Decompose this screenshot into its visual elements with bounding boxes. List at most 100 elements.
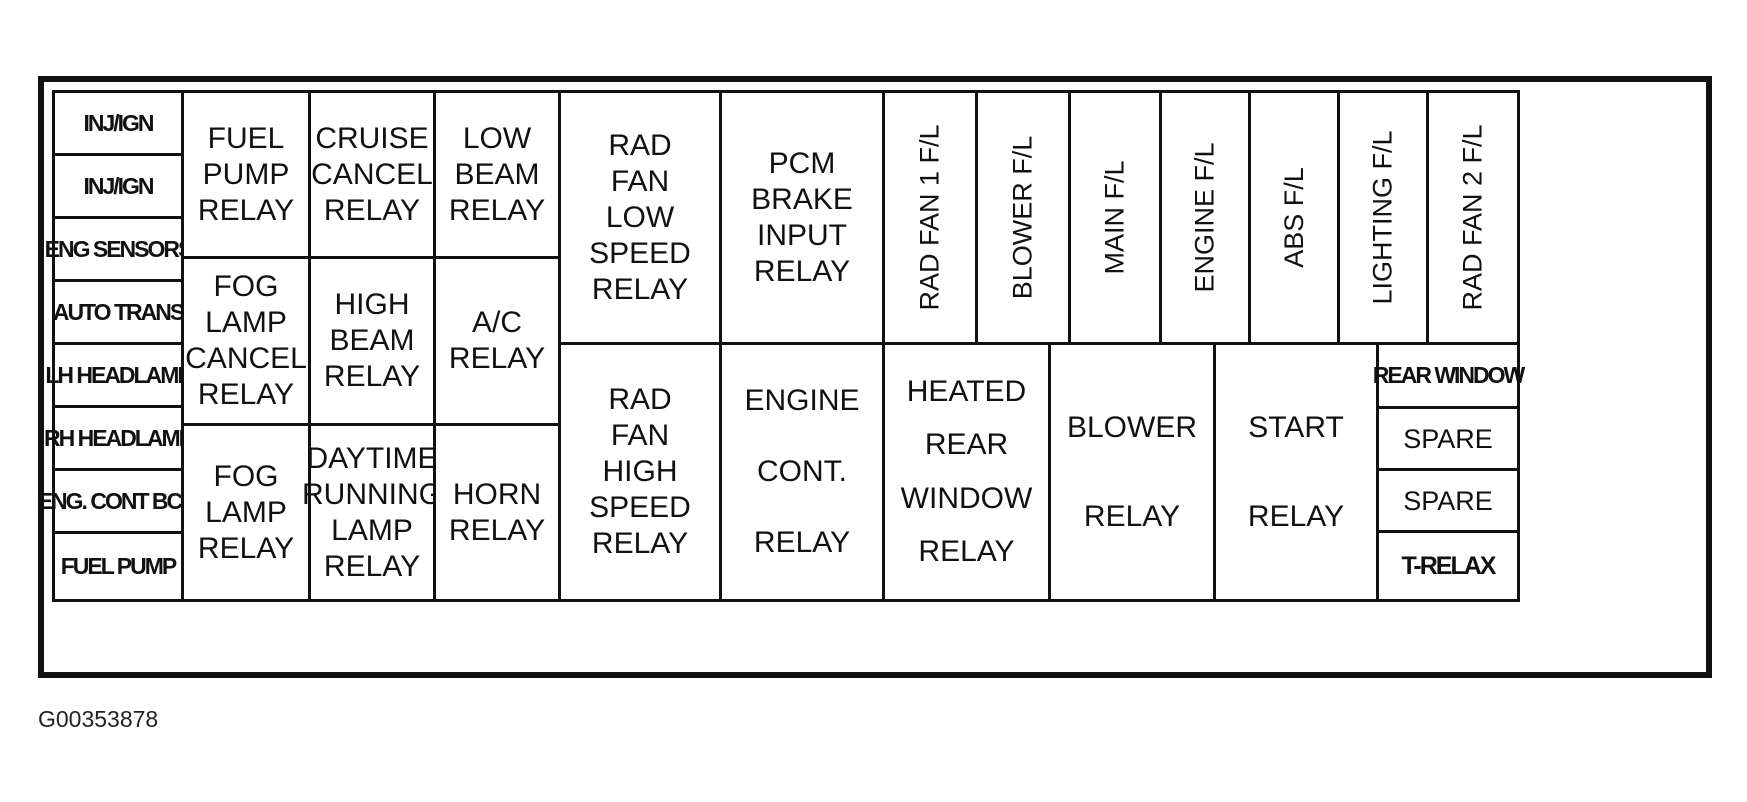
relay-line: RAD [608,383,672,416]
fuse-label: FUEL PUMP [60,553,177,579]
figure-code: G00353878 [38,706,159,732]
relay-line: A/C [471,306,522,339]
relay-line: FUEL [207,121,285,155]
fuse-auto-trans: AUTO TRANS [52,279,185,345]
relay-line: RELAY [197,193,295,227]
fusible-link-rad-fan-1: RAD FAN 1 F/L [882,90,978,345]
fuse-t-relax: T-RELAX [1376,530,1520,602]
relay-line: REAR [924,428,1009,462]
fusible-link-label: BLOWER F/L [1007,135,1038,300]
relay-line: LAMP [205,495,287,529]
relay-line: INPUT [757,218,847,252]
relay-line: WINDOW [900,481,1033,515]
relay-line: BEAM [329,324,415,357]
blower-relay: BLOWER RELAY [1048,342,1216,602]
relay-line: CANCEL [311,157,433,191]
heated-rear-window-relay: HEATED REAR WINDOW RELAY [882,342,1051,602]
fuse-label: LH HEADLAMP [45,361,192,388]
fuse-label: RH HEADLAMP [44,424,194,451]
fuse-label: SPARE [1403,485,1493,516]
relay-line: BLOWER [1066,410,1198,444]
relay-line: RELAY [1083,499,1181,533]
fusible-link-lighting: LIGHTING F/L [1337,90,1429,345]
fuse-label: REAR WINDOW [1372,362,1525,388]
relay-line: HORN [452,477,542,511]
relay-line: HIGH [602,455,678,488]
relay-line: HIGH [334,288,410,321]
relay-line: RELAY [591,272,689,306]
relay-line: RELAY [448,513,546,547]
relay-line: PUMP [202,157,290,191]
relay-line: RELAY [197,531,295,565]
relay-line: CONT. [757,454,847,488]
fusible-link-label: LIGHTING F/L [1367,130,1398,305]
relay-line: START [1248,410,1344,444]
fuse-label: INJ/IGN [83,172,154,199]
fuse-label: ENG SENSORS [44,235,194,262]
fusible-link-rad-fan-2: RAD FAN 2 F/L [1426,90,1520,345]
fusible-link-label: RAD FAN 1 F/L [914,124,945,311]
relay-line: LAMP [205,306,287,339]
relay-line: RELAY [753,254,851,288]
relay-line: FAN [610,419,670,452]
relay-line: FAN [610,164,670,198]
relay-line: PCM [768,146,836,180]
relay-line: HEATED [906,374,1027,408]
fusible-link-abs: ABS F/L [1248,90,1340,345]
fuse-rear-window: REAR WINDOW [1372,342,1525,409]
relay-line: RELAY [753,526,851,560]
relay-line: RAD [608,128,672,162]
fuse-eng-sensors: ENG SENSORS [45,216,193,282]
engine-cont-relay: ENGINE CONT. RELAY [719,342,885,602]
relay-line: LOW [462,121,532,155]
fusible-link-label: MAIN F/L [1099,160,1130,275]
fusible-link-blower: BLOWER F/L [975,90,1071,345]
fusible-link-label: ABS F/L [1278,167,1309,268]
fuse-label: T-RELAX [1401,551,1497,580]
relay-line: FOG [213,459,279,493]
fuse-inj-ign-1: INJ/IGN [52,90,184,156]
fusible-link-label: ENGINE F/L [1189,142,1220,293]
fuse-fuel-pump: FUEL PUMP [52,531,184,602]
relay-line: RUNNING [302,477,442,511]
relay-line: LAMP [331,513,413,547]
relay-line: SPEED [589,491,691,524]
relay-line: BRAKE [751,182,853,216]
fuse-rh-headlamp: RH HEADLAMP [44,405,194,471]
fuse-lh-headlamp: LH HEADLAMP [45,342,193,408]
relay-line: RELAY [918,535,1015,569]
relay-line: LOW [605,200,675,234]
relay-line: SPEED [589,236,691,270]
start-relay: START RELAY [1213,342,1379,602]
fusible-link-label: RAD FAN 2 F/L [1457,124,1488,311]
relay-line: BEAM [454,157,540,191]
fusible-link-engine: ENGINE F/L [1159,90,1251,345]
relay-line: CANCEL [185,342,307,375]
relay-line: RELAY [448,342,546,375]
fuse-label: AUTO TRANS [52,298,185,325]
relay-line: CRUISE [315,121,429,155]
relay-line: RELAY [323,549,421,583]
relay-line: RELAY [448,193,546,227]
fuse-spare-2: SPARE [1376,468,1520,533]
fuse-label: ENG. CONT BCM [37,487,201,514]
fuse-inj-ign-2: INJ/IGN [52,153,184,219]
relay-line: RELAY [1247,499,1345,533]
relay-line: FOG [213,270,279,303]
fuse-spare-1: SPARE [1376,406,1520,471]
relay-line: RELAY [323,193,421,227]
fuse-box-frame: INJ/IGN INJ/IGN ENG SENSORS AUTO TRANS L… [38,76,1712,678]
relay-line: ENGINE [744,383,860,417]
relay-line: RELAY [323,360,421,393]
